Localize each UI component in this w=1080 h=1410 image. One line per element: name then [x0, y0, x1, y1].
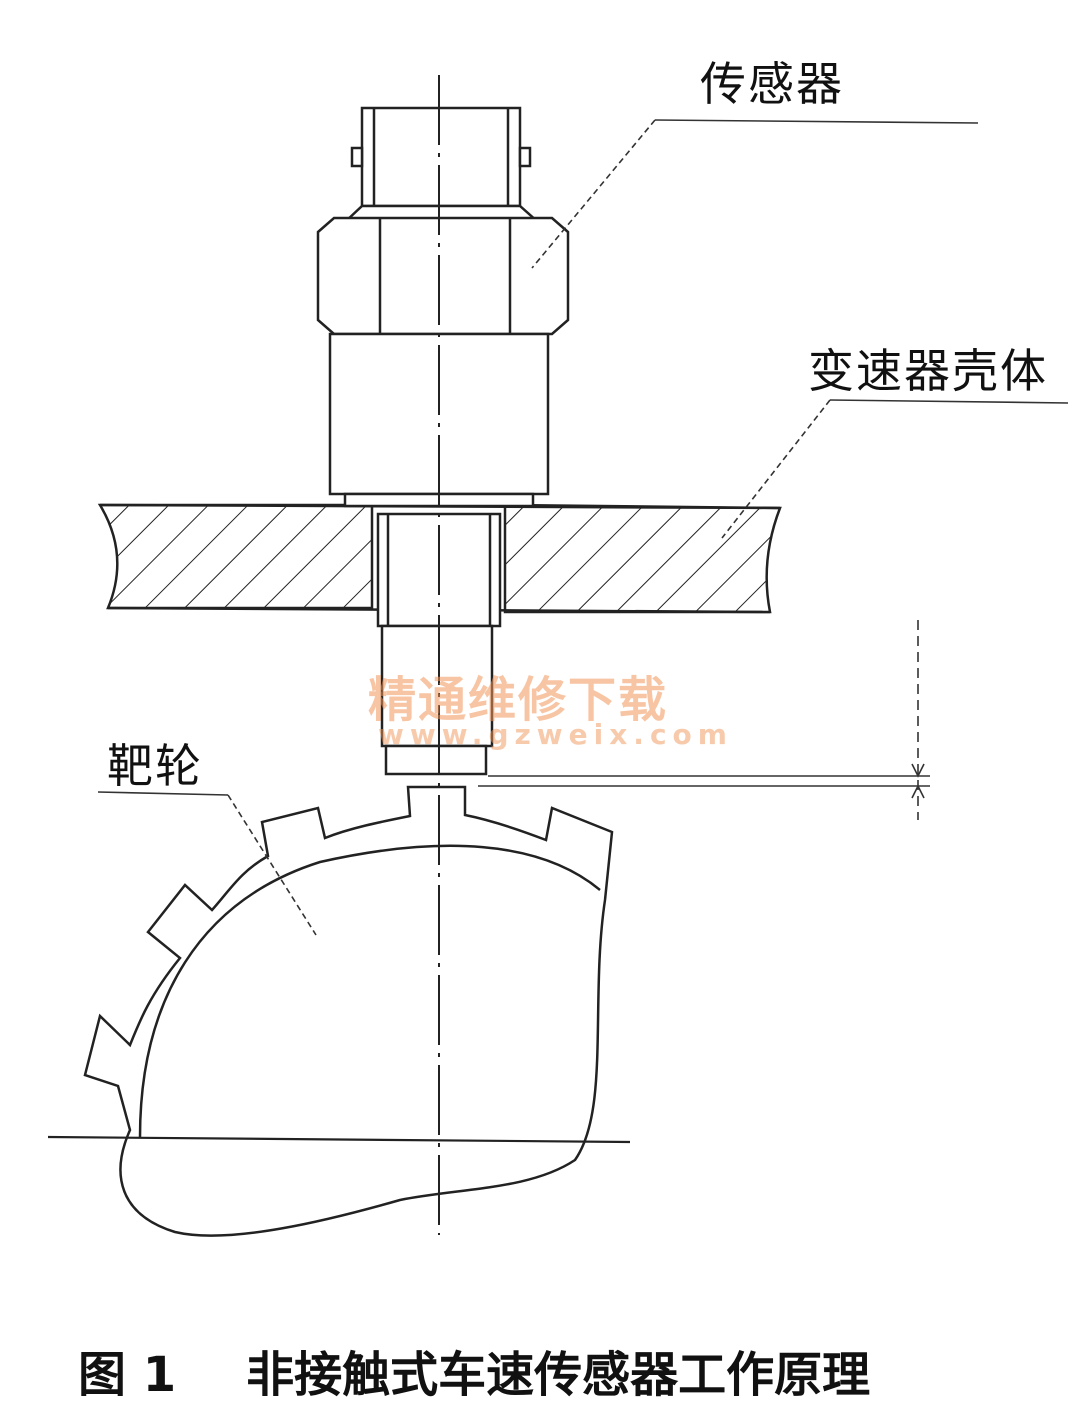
figure-title: 非接触式车速传感器工作原理 — [246, 1347, 871, 1403]
air-gap-dimension — [478, 620, 930, 820]
axis-line — [47, 1135, 631, 1144]
watermark-url: www.gzweix.com — [378, 718, 733, 751]
housing-label: 变速器壳体 — [808, 344, 1048, 398]
target-wheel-label: 靶轮 — [107, 739, 203, 793]
transmission-housing — [97, 503, 782, 614]
leader-lines — [97, 119, 1069, 936]
sensor-label: 传感器 — [700, 57, 844, 111]
figure-number: 图 1 — [78, 1347, 177, 1403]
figure-caption: 图 1 非接触式车速传感器工作原理 — [78, 1335, 870, 1405]
watermark-text: 精通维修下载 — [368, 672, 669, 728]
target-wheel — [83, 785, 614, 1237]
